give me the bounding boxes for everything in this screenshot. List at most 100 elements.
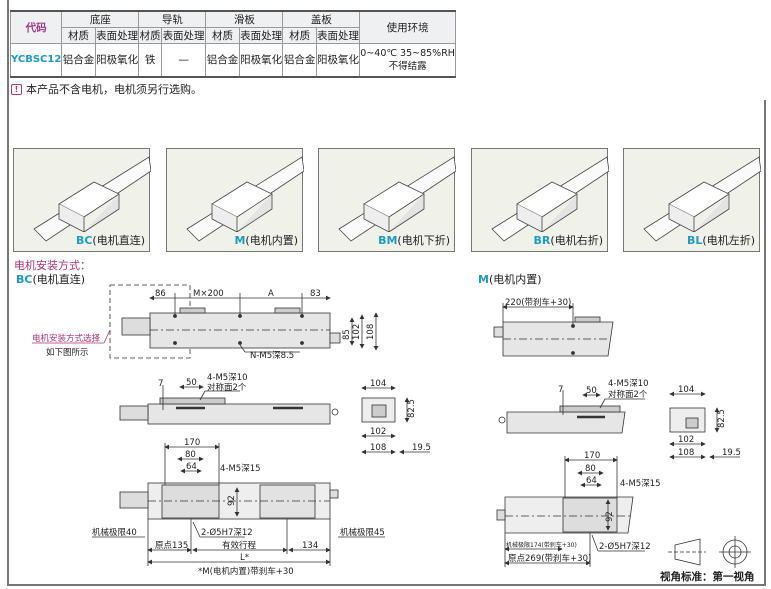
dim-l: L* xyxy=(240,553,249,563)
photo-code: BL xyxy=(687,234,703,247)
mount-select-note: 电机安装方式选择 xyxy=(32,333,101,344)
dim-50: 50 xyxy=(186,378,197,388)
dim-92: 92 xyxy=(227,495,237,506)
m-dim-64: 64 xyxy=(586,476,597,486)
photo-code: BR xyxy=(533,234,551,247)
frame-left xyxy=(7,0,9,586)
slider-material: 铝合金 xyxy=(205,43,240,77)
origin-135: 原点135 xyxy=(155,541,188,551)
sub-surface: 表面处理 xyxy=(238,27,284,44)
cover-material: 铝合金 xyxy=(282,43,317,77)
product-photo-bm: BM(电机下折) xyxy=(318,148,456,252)
sub-surface: 表面处理 xyxy=(160,27,207,44)
m-pin-holes: 2-Ø5H7深12 xyxy=(599,541,651,552)
group-cover: 盖板 xyxy=(282,10,361,28)
m-holes-m5-15: 4-M5深15 xyxy=(620,479,661,489)
group-slider: 滑板 xyxy=(205,10,284,28)
group-rail: 导轨 xyxy=(138,10,207,28)
photo-caption: BR(电机右折) xyxy=(533,232,603,248)
end-104: 104 xyxy=(370,379,386,389)
rail-material: 铁 xyxy=(138,43,162,77)
m-top-view xyxy=(493,303,614,357)
photo-label: (电机直连) xyxy=(92,234,145,247)
first-angle-projection-icon xyxy=(668,536,751,568)
actuator-illustration xyxy=(491,156,609,242)
m-mech-limit-174: 机械极限174(带刹车+30) xyxy=(506,541,577,549)
env-header: 使用环境 xyxy=(359,10,456,44)
m-dim-80: 80 xyxy=(585,464,596,474)
pin-holes: 2-Ø5H7深12 xyxy=(201,527,253,538)
m-dim-170: 170 xyxy=(584,451,600,461)
note: ! 本产品不含电机，电机须另行选购。 xyxy=(11,81,202,97)
sub-material: 材质 xyxy=(282,27,317,44)
cover-surface: 阳极氧化 xyxy=(315,43,361,77)
actuator-illustration xyxy=(643,156,761,242)
env-line2: 不得结露 xyxy=(388,60,427,72)
sub-material: 材质 xyxy=(205,27,240,44)
dim-7: 7 xyxy=(158,379,163,389)
m-side-view xyxy=(498,390,740,460)
dim-134: 134 xyxy=(302,541,318,551)
warning-icon: ! xyxy=(11,83,22,95)
end-82-5: 82.5 xyxy=(407,399,417,418)
mount-select-note2: 如下图所示 xyxy=(46,347,89,358)
group-base: 底座 xyxy=(61,10,140,28)
m-dim-220: 220(带刹车+30) xyxy=(505,297,571,308)
m-end-82-5: 82.5 xyxy=(717,409,727,428)
dim-85: 85 xyxy=(342,329,352,340)
bc-bottom-view xyxy=(92,443,385,566)
side-holes: 4-M5深10 xyxy=(207,373,248,383)
product-photo-br: BR(电机右折) xyxy=(471,148,609,252)
dim-108: 108 xyxy=(366,324,376,340)
m-end-19-5: 19.5 xyxy=(722,448,741,458)
m-dim-50: 50 xyxy=(586,386,597,396)
base-material: 铝合金 xyxy=(61,43,96,77)
frame-bottom xyxy=(7,584,766,586)
actuator-illustration xyxy=(338,156,456,242)
m-dim-92: 92 xyxy=(605,511,615,522)
m-side-holes-sym: 对称面2个 xyxy=(608,389,648,400)
view-angle-label: 视角标准：第一视角 xyxy=(660,570,755,583)
product-photo-bc: BC(电机直连) xyxy=(13,148,151,252)
end-102: 102 xyxy=(370,427,386,437)
photo-code: M xyxy=(234,234,246,247)
photo-code: BC xyxy=(75,234,93,247)
dim-170: 170 xyxy=(184,438,200,448)
env-line1: 0~40℃ 35~85%RH xyxy=(360,47,455,59)
photo-caption: BM(电机下折) xyxy=(378,232,450,248)
effective-stroke: 有效行程 xyxy=(222,540,257,551)
actuator-illustration xyxy=(33,156,151,242)
product-photo-bl: BL(电机左折) xyxy=(623,148,761,252)
m-dim-7: 7 xyxy=(558,385,563,395)
photo-label: (电机下折) xyxy=(397,234,450,247)
end-108: 108 xyxy=(370,443,386,453)
photo-label: (电机右折) xyxy=(550,234,603,247)
dim-a: A xyxy=(268,289,274,299)
part-code: YCBSC12 xyxy=(9,43,63,77)
mount-title: 电机安装方式： xyxy=(14,259,91,272)
m-label: (电机内置) xyxy=(488,273,542,286)
m-end-108: 108 xyxy=(678,448,694,458)
photo-caption: M(电机内置) xyxy=(234,232,298,248)
product-photo-m: M(电机内置) xyxy=(166,148,304,252)
dim-80: 80 xyxy=(185,450,196,460)
photo-caption: BL(电机左折) xyxy=(687,232,755,248)
photo-code: BM xyxy=(378,234,398,247)
holes-m5-15: 4-M5深15 xyxy=(220,464,261,474)
bc-side-view xyxy=(119,384,430,455)
m-side-holes: 4-M5深10 xyxy=(608,379,649,389)
m-bottom-view xyxy=(496,456,645,567)
mech-limit-45: 机械极限45 xyxy=(340,527,385,538)
actuator-illustration xyxy=(186,156,304,242)
holes-n-m5: N-M5深8.5 xyxy=(250,351,294,361)
photo-label: (电机左折) xyxy=(702,234,755,247)
frame-right xyxy=(764,100,766,586)
bc-code: BC xyxy=(16,273,33,286)
dim-102: 102 xyxy=(352,324,362,340)
mech-limit-40: 机械极限40 xyxy=(92,527,137,538)
photo-caption: BC(电机直连) xyxy=(75,232,145,248)
dim-83: 83 xyxy=(310,289,321,299)
dim-m200: M×200 xyxy=(193,289,224,299)
